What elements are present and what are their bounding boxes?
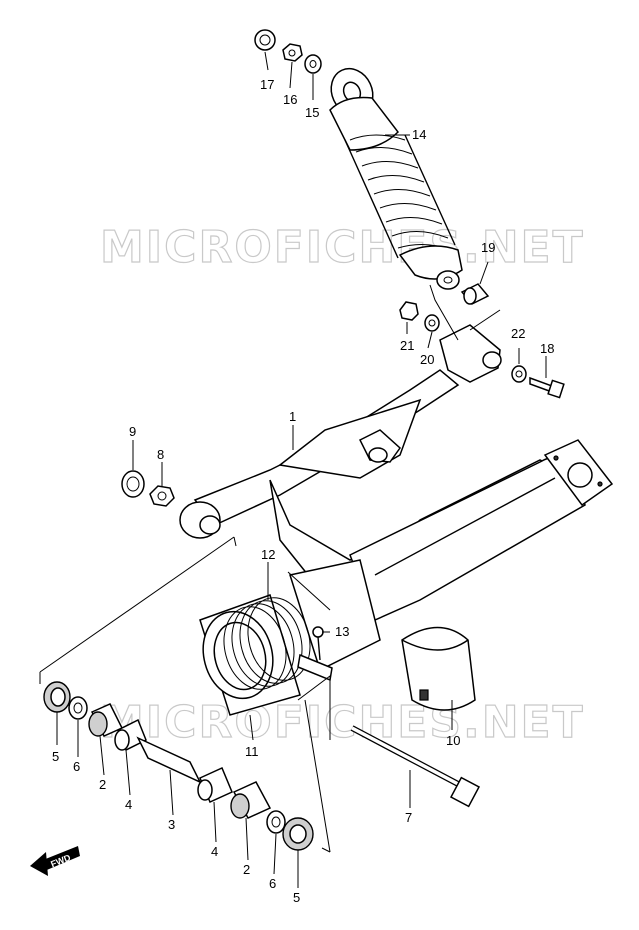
washer-22 (511, 365, 527, 383)
shock-absorber (329, 67, 463, 290)
callout-leaders (56, 51, 547, 888)
callout-5a: 5 (52, 749, 59, 764)
callout-4a: 4 (125, 797, 132, 812)
oil-seal-5b (282, 817, 314, 851)
washer-20 (424, 314, 440, 332)
callout-21: 21 (400, 338, 414, 353)
nut-17 (254, 29, 276, 51)
washer-15 (304, 54, 322, 74)
callout-2b: 2 (243, 862, 250, 877)
assembly-lines (39, 284, 501, 853)
swing-arm (179, 369, 614, 622)
spacer-4b (197, 766, 233, 804)
callout-15: 15 (305, 105, 319, 120)
bushing-19 (460, 283, 490, 305)
callout-2a: 2 (99, 777, 106, 792)
callout-labels: 17 16 15 14 19 21 20 22 18 1 9 8 12 13 1… (52, 77, 554, 905)
callout-6b: 6 (269, 876, 276, 891)
nut-21 (399, 301, 419, 321)
washer-6a (68, 696, 88, 720)
nut-16 (282, 43, 303, 62)
callout-16: 16 (283, 92, 297, 107)
bolt-18 (529, 376, 565, 399)
callout-22: 22 (511, 326, 525, 341)
oil-seal-5a (43, 681, 71, 713)
callout-5b: 5 (293, 890, 300, 905)
callout-20: 20 (420, 352, 434, 367)
bolt-7 (350, 725, 481, 808)
drive-housing (199, 559, 381, 716)
callout-7: 7 (405, 810, 412, 825)
fwd-arrow-icon: FWD (30, 846, 80, 876)
fwd-label: FWD (49, 852, 72, 869)
callout-12: 12 (261, 547, 275, 562)
callout-1: 1 (289, 409, 296, 424)
callout-9: 9 (129, 424, 136, 439)
callout-17: 17 (260, 77, 274, 92)
callout-13: 13 (335, 624, 349, 639)
callout-19: 19 (481, 240, 495, 255)
cover-10 (401, 626, 476, 711)
screw-13 (312, 626, 324, 661)
callout-10: 10 (446, 733, 460, 748)
nut-8 (149, 485, 175, 507)
callout-11: 11 (245, 744, 259, 759)
washer-6b (266, 810, 286, 834)
watermark-top: MICROFICHES.NET (100, 222, 585, 273)
bearing-2b (230, 781, 272, 819)
shock-bracket (439, 324, 501, 383)
callout-4b: 4 (211, 844, 218, 859)
callout-18: 18 (540, 341, 554, 356)
spacer-4a (114, 718, 147, 752)
callout-6a: 6 (73, 759, 80, 774)
watermark-bottom: MICROFICHES.NET (100, 697, 585, 748)
callout-8: 8 (157, 447, 164, 462)
cap-9 (121, 470, 145, 498)
bearing-2a (88, 703, 124, 737)
callout-3: 3 (168, 817, 175, 832)
callout-14: 14 (412, 127, 426, 142)
